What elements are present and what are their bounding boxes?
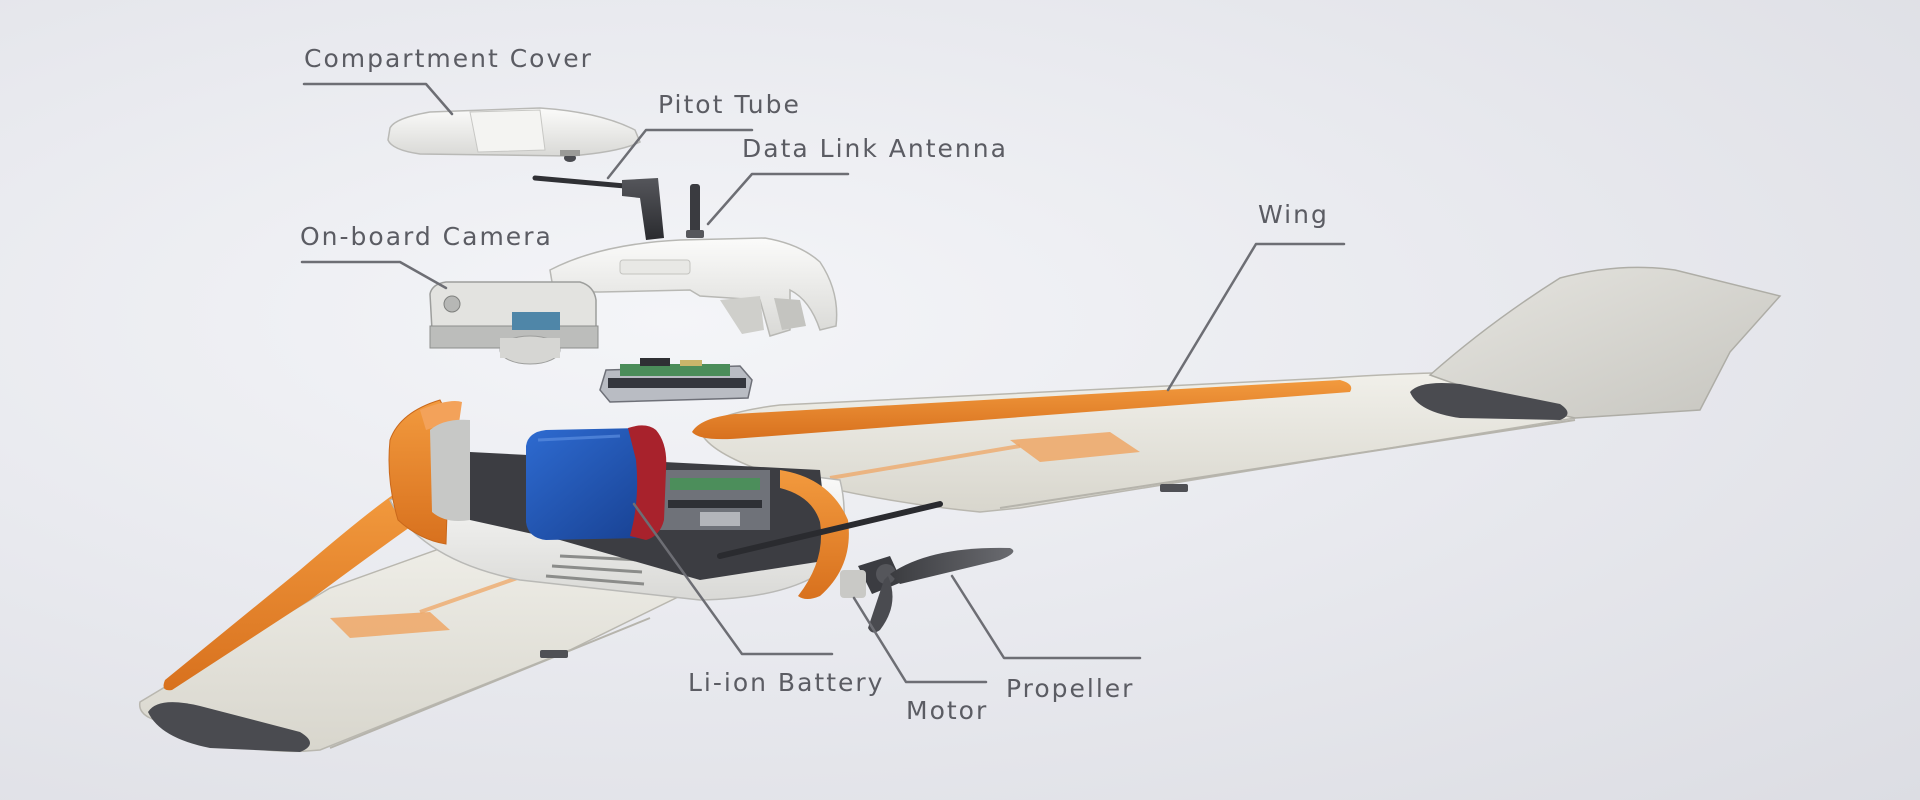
label-onboard-camera: On-board Camera <box>300 222 553 251</box>
pitot-tube-part <box>532 175 664 240</box>
onboard-camera-part <box>429 281 599 365</box>
leader-line-li-ion-battery <box>632 502 834 656</box>
battery-part <box>526 425 667 540</box>
label-propeller: Propeller <box>1006 674 1135 703</box>
leader-line-wing <box>1166 242 1346 392</box>
label-compartment-cover: Compartment Cover <box>304 44 593 73</box>
leader-line-data-link-antenna <box>706 172 850 226</box>
right-wing-part <box>692 266 1782 513</box>
label-wing: Wing <box>1258 200 1329 229</box>
flight-controller-part <box>599 358 753 403</box>
leader-line-compartment-cover <box>302 82 454 116</box>
label-motor: Motor <box>906 696 989 725</box>
data-link-antenna-part <box>686 184 704 238</box>
label-data-link-antenna: Data Link Antenna <box>742 134 1008 163</box>
leader-line-onboard-camera <box>300 260 448 290</box>
leader-line-propeller <box>950 574 1142 660</box>
propeller-part <box>868 547 1014 633</box>
leader-line-pitot-tube <box>606 128 754 180</box>
label-li-ion-battery: Li-ion Battery <box>688 668 885 697</box>
leader-line-motor <box>852 596 988 684</box>
compartment-cover-part <box>387 107 641 162</box>
motor-part <box>840 556 902 598</box>
avionics-bracket-part <box>549 237 838 337</box>
label-pitot-tube: Pitot Tube <box>658 90 801 119</box>
